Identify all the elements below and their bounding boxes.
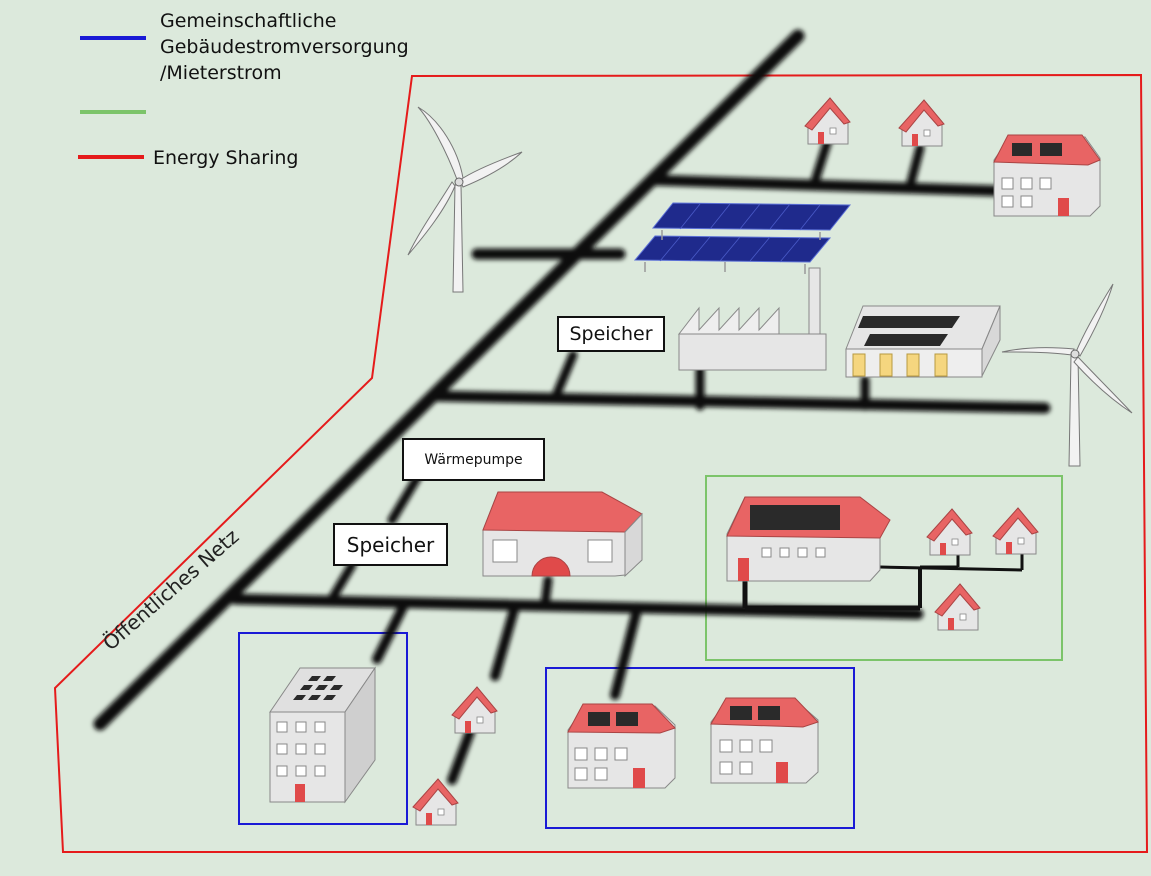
hall-icon: [845, 305, 1001, 378]
green-group-lines: [742, 548, 1024, 611]
heat-pump-label: Wärmepumpe: [402, 438, 545, 481]
house-icon: [926, 508, 973, 556]
green-group-box: [705, 475, 1063, 661]
legend-red-label: Energy Sharing: [153, 147, 299, 169]
wind-turbine-icon: [1001, 283, 1133, 467]
house-icon: [804, 97, 851, 145]
blue-box-houses: [545, 667, 855, 829]
power-lines: [93, 29, 1051, 785]
energy-sharing-boundary: [53, 73, 1149, 853]
house-icon: [567, 703, 676, 789]
house-icon: [898, 99, 945, 147]
house-icon: [992, 507, 1039, 555]
legend-blue-label: Gemeinschaftliche Gebäudestromversorgung…: [160, 10, 409, 84]
house-icon: [726, 496, 891, 582]
house-icon: [934, 583, 981, 631]
house-icon: [710, 697, 819, 784]
storage-label-lower: Speicher: [333, 523, 448, 566]
factory-icon: [677, 267, 827, 371]
apartment-block-icon: [269, 666, 376, 804]
storage-label-upper: Speicher: [557, 316, 665, 352]
house-icon: [451, 686, 498, 734]
house-icon: [412, 778, 459, 826]
wind-turbine-icon: [407, 106, 523, 293]
house-icon: [993, 134, 1101, 217]
barn-icon: [482, 491, 643, 578]
solar-park-icon: [633, 202, 852, 274]
blue-box-apartment: [238, 632, 408, 825]
